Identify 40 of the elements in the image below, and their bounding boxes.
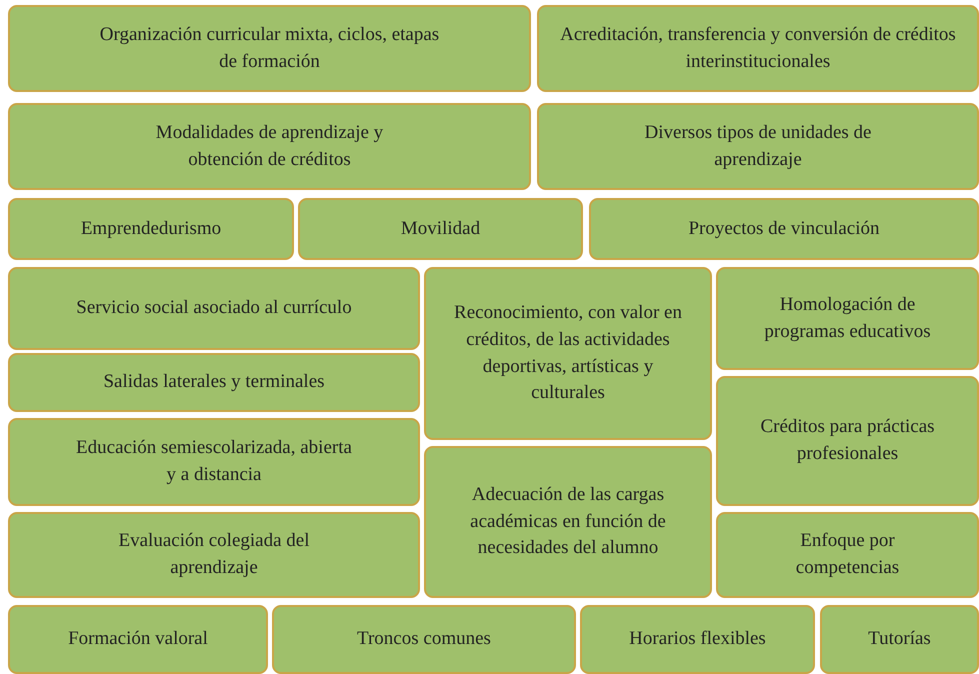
- tile: [8, 267, 420, 350]
- tile-text: Salidas laterales y terminales: [103, 370, 325, 394]
- tile: [298, 198, 583, 260]
- tile-text: Adecuación de las cargas académicas en función de necesidades del alumno: [469, 483, 667, 560]
- tile: [8, 418, 420, 506]
- tile: [589, 198, 979, 260]
- tile-text: Diversos tipos de unidades de aprendizaje: [644, 120, 872, 172]
- tile-text: Servicio social asociado al currículo: [76, 296, 352, 320]
- tile: [716, 512, 979, 598]
- tile-text: Troncos comunes: [357, 627, 491, 652]
- tile: [8, 198, 294, 260]
- tile-text: Créditos para prácticas profesionales: [759, 415, 936, 466]
- tile-text: Tutorías: [868, 627, 931, 652]
- tile-text: Evaluación colegiada del aprendizaje: [118, 529, 310, 580]
- tile: [820, 605, 979, 674]
- tile-text: Emprendedurismo: [80, 216, 222, 241]
- tile: [424, 446, 712, 598]
- tile: [8, 103, 531, 190]
- tile-text: Organización curricular mixta, ciclos, etapas de formación: [98, 22, 440, 74]
- tile-text: Proyectos de vinculación: [688, 216, 880, 241]
- tile: [8, 353, 420, 412]
- tile: [8, 605, 268, 674]
- tile-text: Acreditación, transferencia y conversión de créditos interinstitucionales: [559, 22, 957, 74]
- tile: [716, 267, 979, 370]
- tile-text: Modalidades de aprendizaje y obtención de créditos: [154, 120, 384, 172]
- tile-text: Formación valoral: [68, 627, 208, 652]
- tile-text: Enfoque por competencias: [794, 529, 900, 580]
- tile: [537, 5, 979, 92]
- tile: [716, 376, 979, 506]
- tile: [537, 103, 979, 190]
- tile-text: Reconocimiento, con valor en créditos, de las actividades deportivas, artísticas y culturales: [453, 301, 683, 406]
- tile: [8, 512, 420, 598]
- tile-text: Movilidad: [400, 216, 480, 241]
- tile: [424, 267, 712, 440]
- tile-text: Educación semiescolarizada, abierta y a distancia: [75, 436, 353, 487]
- tile: [272, 605, 576, 674]
- tile-text: Homologación de programas educativos: [763, 292, 932, 344]
- tile-text: Horarios flexibles: [629, 627, 766, 652]
- tile: [580, 605, 815, 674]
- tile: [8, 5, 531, 92]
